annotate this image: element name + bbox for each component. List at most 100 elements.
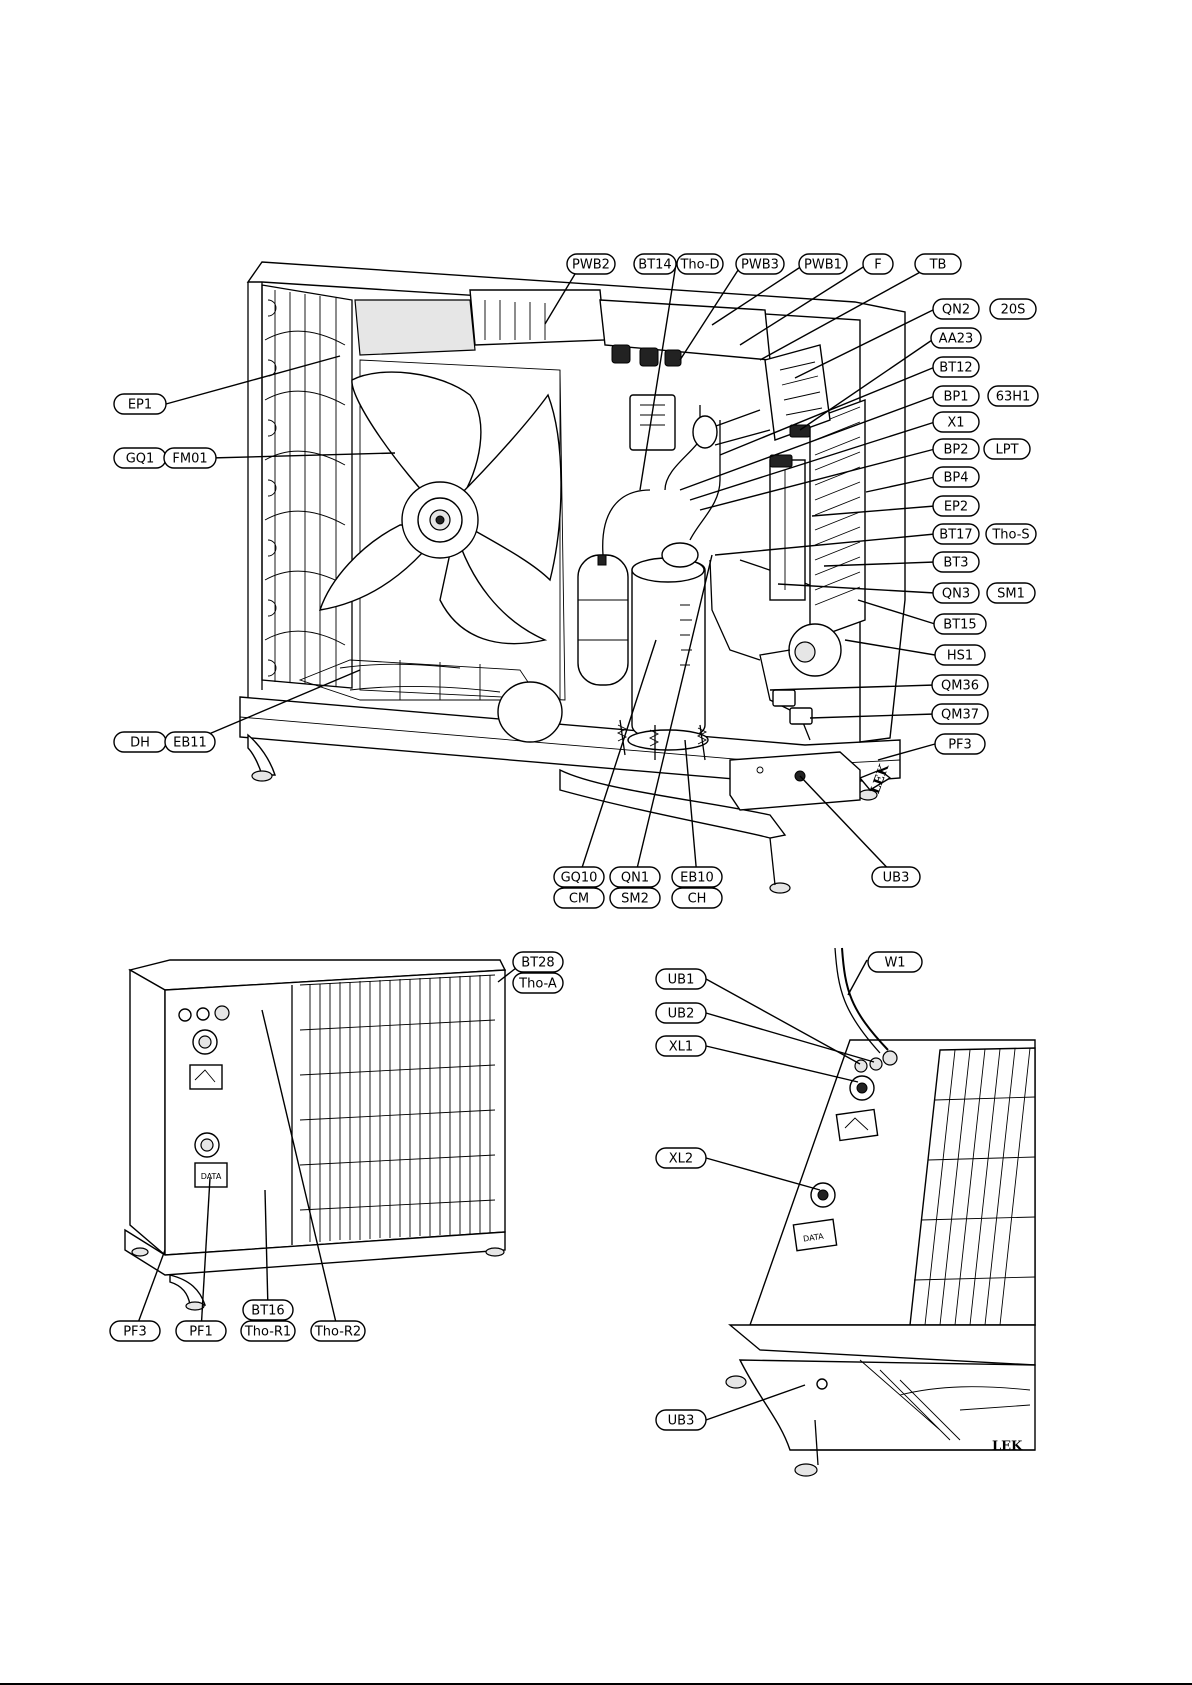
label-text: XL2	[669, 1152, 693, 1167]
label-tho-r1: Tho-R1	[241, 1321, 295, 1341]
label-bp2: BP2	[933, 439, 979, 459]
label-text: BT17	[939, 528, 972, 543]
label-text: EP1	[128, 398, 152, 413]
fan	[320, 372, 561, 644]
label-qn1: QN1	[610, 867, 660, 887]
label-tho-r2: Tho-R2	[311, 1321, 365, 1341]
label-text: TB	[929, 258, 947, 273]
label-qm36: QM36	[932, 675, 988, 695]
label-text: QN3	[942, 587, 970, 602]
label-qn2: QN2	[933, 299, 979, 319]
label-text: PF1	[189, 1325, 213, 1340]
base-foot-left	[248, 735, 275, 775]
label-pf3: PF3	[110, 1321, 160, 1341]
label-text: Tho-S	[991, 528, 1029, 543]
label-text: QN2	[942, 303, 970, 318]
label-text: UB3	[668, 1414, 695, 1429]
label-text: UB2	[668, 1007, 695, 1022]
label-ep1: EP1	[114, 394, 166, 414]
label-text: PWB2	[572, 258, 610, 273]
label-text: CM	[569, 892, 589, 907]
label-text: BT16	[251, 1304, 284, 1319]
label-w1: W1	[868, 952, 922, 972]
label-bt15: BT15	[934, 614, 986, 634]
label-text: BT14	[638, 258, 671, 273]
label-text: BP4	[943, 471, 968, 486]
label-pwb3: PWB3	[736, 254, 784, 274]
connection-view: DATA LEK	[706, 948, 1035, 1476]
label-eb11: EB11	[165, 732, 215, 752]
label-text: PWB3	[741, 258, 779, 273]
label-text: AA23	[939, 332, 974, 347]
label-ub3: UB3	[656, 1410, 706, 1430]
label-pwb2: PWB2	[567, 254, 615, 274]
label-text: Tho-R1	[244, 1325, 291, 1340]
label-dh: DH	[114, 732, 166, 752]
main-cutaway-view: LEK	[166, 262, 935, 893]
label-text: BT12	[939, 361, 972, 376]
label-tho-d: Tho-D	[677, 254, 723, 274]
label-text: PF3	[123, 1325, 147, 1340]
label-text: UB3	[883, 871, 910, 886]
label-tb: TB	[915, 254, 961, 274]
label-text: BT3	[943, 556, 968, 571]
label-gq1: GQ1	[114, 448, 166, 468]
label-text: CH	[688, 892, 707, 907]
rear-view: DATA	[125, 960, 516, 1331]
label-text: SM2	[621, 892, 649, 907]
label-text: DH	[130, 736, 150, 751]
label-f: F	[863, 254, 893, 274]
label-text: PF3	[948, 738, 972, 753]
label-text: XL1	[669, 1040, 693, 1055]
label-text: FM01	[172, 452, 207, 467]
label-text: GQ1	[126, 452, 155, 467]
label-text: UB1	[668, 973, 695, 988]
label-ub2: UB2	[656, 1003, 706, 1023]
label-ch: CH	[672, 888, 722, 908]
label-lpt: LPT	[984, 439, 1030, 459]
label-sm2: SM2	[610, 888, 660, 908]
label-eb10: EB10	[672, 867, 722, 887]
label-bt16: BT16	[243, 1300, 293, 1320]
valve-assembly	[760, 624, 841, 740]
label-pf1: PF1	[176, 1321, 226, 1341]
label-text: QM36	[941, 679, 979, 694]
label-20s: 20S	[990, 299, 1036, 319]
label-bt14: BT14	[634, 254, 676, 274]
label-fm01: FM01	[164, 448, 216, 468]
data-plate-rear-text: DATA	[201, 1172, 222, 1181]
label-text: QN1	[621, 871, 649, 886]
label-aa23: AA23	[931, 328, 981, 348]
label-gq10: GQ10	[554, 867, 604, 887]
label-text: EP2	[944, 500, 968, 515]
label-tho-a: Tho-A	[513, 973, 563, 993]
label-cm: CM	[554, 888, 604, 908]
label-text: SM1	[997, 587, 1025, 602]
label-pf3: PF3	[935, 734, 985, 754]
compressor	[618, 543, 708, 760]
label-bp4: BP4	[933, 467, 979, 487]
label-x1: X1	[933, 412, 979, 432]
label-pwb1: PWB1	[799, 254, 847, 274]
label-text: W1	[884, 956, 905, 971]
label-xl1: XL1	[656, 1036, 706, 1056]
label-text: BP1	[943, 390, 968, 405]
label-text: Tho-D	[679, 258, 719, 273]
label-sm1: SM1	[987, 583, 1035, 603]
label-63h1: 63H1	[988, 386, 1038, 406]
label-text: Tho-A	[518, 977, 557, 992]
label-bt3: BT3	[933, 552, 979, 572]
label-text: Tho-R2	[314, 1325, 361, 1340]
label-text: 20S	[1001, 303, 1026, 318]
label-text: QM37	[941, 708, 979, 723]
label-text: EB10	[680, 871, 714, 886]
label-text: 63H1	[996, 390, 1031, 405]
label-text: F	[874, 258, 881, 273]
label-text: BT28	[521, 956, 554, 971]
label-text: GQ10	[561, 871, 598, 886]
label-qn3: QN3	[933, 583, 979, 603]
evaporator-coil	[262, 285, 352, 688]
label-text: EB11	[173, 736, 207, 751]
label-ub3: UB3	[872, 867, 920, 887]
